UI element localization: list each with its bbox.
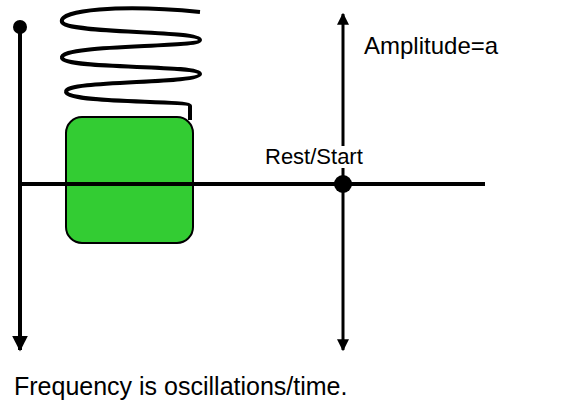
rest-line [20,182,485,186]
rest-start-label: Rest/Start [263,146,365,168]
mass-block [66,117,193,243]
left-axis [18,27,22,350]
caption-note: Frequency is oscillations/time. [14,374,347,399]
amplitude-axis-down [342,184,345,350]
amplitude-label: Amplitude=a [364,34,498,58]
anchor-dot [13,20,27,34]
spring-coil [62,8,200,120]
start-dot [334,175,352,193]
